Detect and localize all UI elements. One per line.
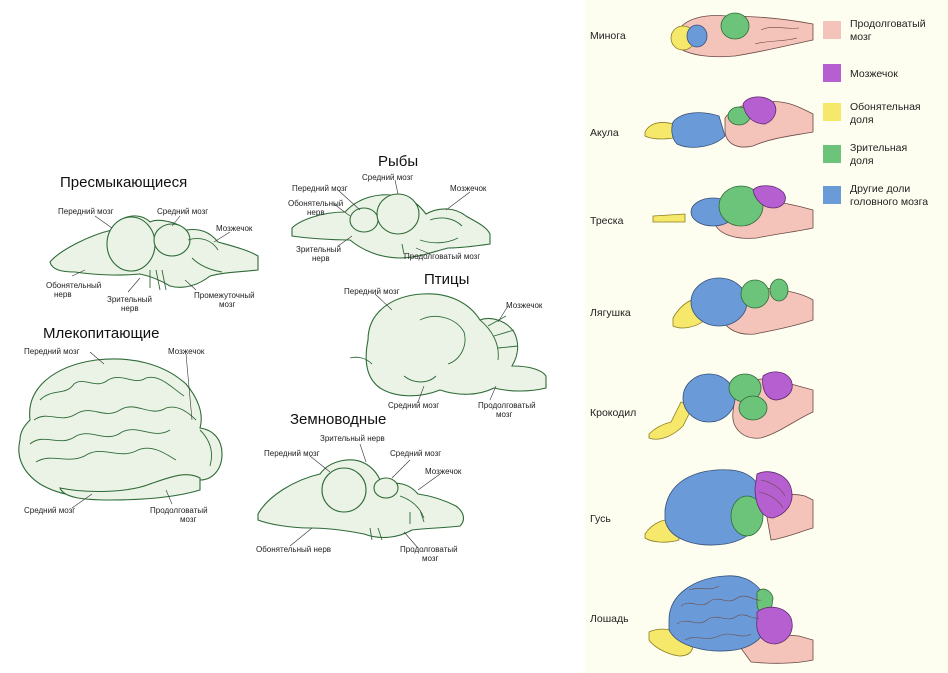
animal-label-crocodile: Крокодил [590,407,636,419]
amphibians-title: Земноводные [290,411,386,428]
fish-midbrain-shape [376,193,420,235]
amphibians-figure: Земноводные Зрительный нерв Передний моз… [256,411,465,563]
amphibian-midbrain-label: Средний мозг [390,449,441,458]
legend-swatch-optic [823,145,841,163]
reptiles-title: Пресмыкающиеся [60,174,187,191]
legend-olfactory-line1: Обонятельная [850,101,921,113]
bird-medulla-label-1: Продолговатый [478,401,536,410]
reptile-olfactory-label-2: нерв [54,290,72,299]
mammals-figure: Млекопитающие Передний мозг Мозжечок Сре… [18,325,223,524]
mammal-brain-outline [18,358,223,498]
legend: Продолговатый мозг Мозжечок Обонятельная… [823,18,928,208]
mammal-forebrain-label: Передний мозг [24,347,80,356]
shark-brain [644,96,814,148]
bird-cerebellum-label: Мозжечок [506,301,543,310]
mammal-cerebellum-label: Мозжечок [168,347,205,356]
fish-olfactory-label-2: нерв [307,208,325,217]
legend-optic-line2: доля [850,155,874,167]
reptile-detail-lines [149,238,223,291]
legend-cerebellum-line1: Мозжечок [850,68,898,80]
mammal-midbrain-label: Средний мозг [24,506,75,515]
legend-other-lobes-line2: головного мозга [850,196,928,208]
fish-forebrain-label: Передний мозг [292,184,348,193]
fish-optic-label-1: Зрительный [296,245,341,254]
fish-medulla-label: Продолговатый мозг [404,252,480,261]
animal-label-cod: Треска [590,215,624,227]
fish-forebrain-shape [349,207,379,233]
birds-figure: Птицы Передний мозг Мозжечок Средний моз… [344,271,547,419]
reptile-midbrain-label: Средний мозг [157,207,208,216]
animal-label-lamprey: Минога [590,30,626,42]
legend-swatch-olfactory [823,103,841,121]
fish-title: Рыбы [378,153,418,170]
mammal-leader-lines [71,351,193,509]
bird-leader-lines [374,293,509,403]
amphibian-optic-label: Зрительный нерв [320,434,385,443]
vertebrate-brains-sketch-panel: Пресмыкающиеся Передний мозг Средний моз… [18,153,547,563]
bird-medulla-label-2: мозг [496,410,513,419]
legend-swatch-other-lobes [823,186,841,204]
animal-label-frog: Лягушка [590,307,631,319]
reptile-diencephalon-label-1: Промежуточный [194,291,255,300]
crocodile-brain [648,371,814,440]
animal-label-shark: Акула [590,127,619,139]
reptile-leader-lines [71,215,231,293]
legend-optic-line1: Зрительная [850,142,907,154]
amphibian-cerebellum-label: Мозжечок [425,467,462,476]
legend-swatch-cerebellum [823,64,841,82]
animal-label-horse: Лошадь [590,613,629,625]
animal-label-goose: Гусь [590,513,611,525]
fish-optic-label-2: нерв [312,254,330,263]
goose-brain [644,469,814,546]
reptile-olfactory-label-1: Обонятельный [46,281,101,290]
fish-leader-lines [333,179,471,255]
cod-brain [652,185,814,239]
legend-swatch-medulla [823,21,841,39]
reptile-forebrain-shape [106,216,156,272]
legend-medulla-line1: Продолговатый [850,18,926,30]
legend-other-lobes-line1: Другие доли [850,183,910,195]
reptile-midbrain-shape [153,223,191,257]
amphibian-leader-lines [289,443,441,549]
amphibian-midbrain-shape [373,477,399,499]
colored-brains-panel: Минога Акула Треска Лягушка Крокодил Гус… [585,0,948,673]
bird-brain-outline [365,293,547,397]
birds-title: Птицы [424,271,469,288]
mammal-medulla-label-2: мозг [180,515,197,524]
mammal-gyri-lines [29,376,212,467]
reptiles-figure: Пресмыкающиеся Передний мозг Средний моз… [46,174,259,313]
amphibian-forebrain-label: Передний мозг [264,449,320,458]
reptile-optic-label-1: Зрительный [107,295,152,304]
bird-detail-lines [349,315,519,383]
amphibian-olfactory-label: Обонятельный нерв [256,545,331,554]
reptile-forebrain-label: Передний мозг [58,207,114,216]
mammal-medulla-label-1: Продолговатый [150,506,208,515]
bird-midbrain-label: Средний мозг [388,401,439,410]
fish-detail-lines [401,217,463,255]
mammals-title: Млекопитающие [43,325,160,342]
mammal-brainstem-shape [59,474,201,501]
reptile-diencephalon-label-2: мозг [219,300,236,309]
fish-figure: Рыбы Средний мозг Передний мозг Мозжечок… [288,153,491,263]
frog-brain [672,277,814,335]
bird-forebrain-label: Передний мозг [344,287,400,296]
reptile-cerebellum-label: Мозжечок [216,224,253,233]
amphibian-medulla-label-2: мозг [422,554,439,563]
lamprey-brain [670,12,814,58]
reptile-optic-label-2: нерв [121,304,139,313]
legend-olfactory-line2: доля [850,114,874,126]
legend-medulla-line2: мозг [850,31,872,43]
amphibian-forebrain-shape [321,467,367,513]
horse-brain [648,575,814,664]
fish-midbrain-label: Средний мозг [362,173,413,182]
fish-olfactory-label-1: Обонятельный [288,199,343,208]
amphibian-medulla-label-1: Продолговатый [400,545,458,554]
fish-cerebellum-label: Мозжечок [450,184,487,193]
amphibian-detail-lines [369,495,425,541]
